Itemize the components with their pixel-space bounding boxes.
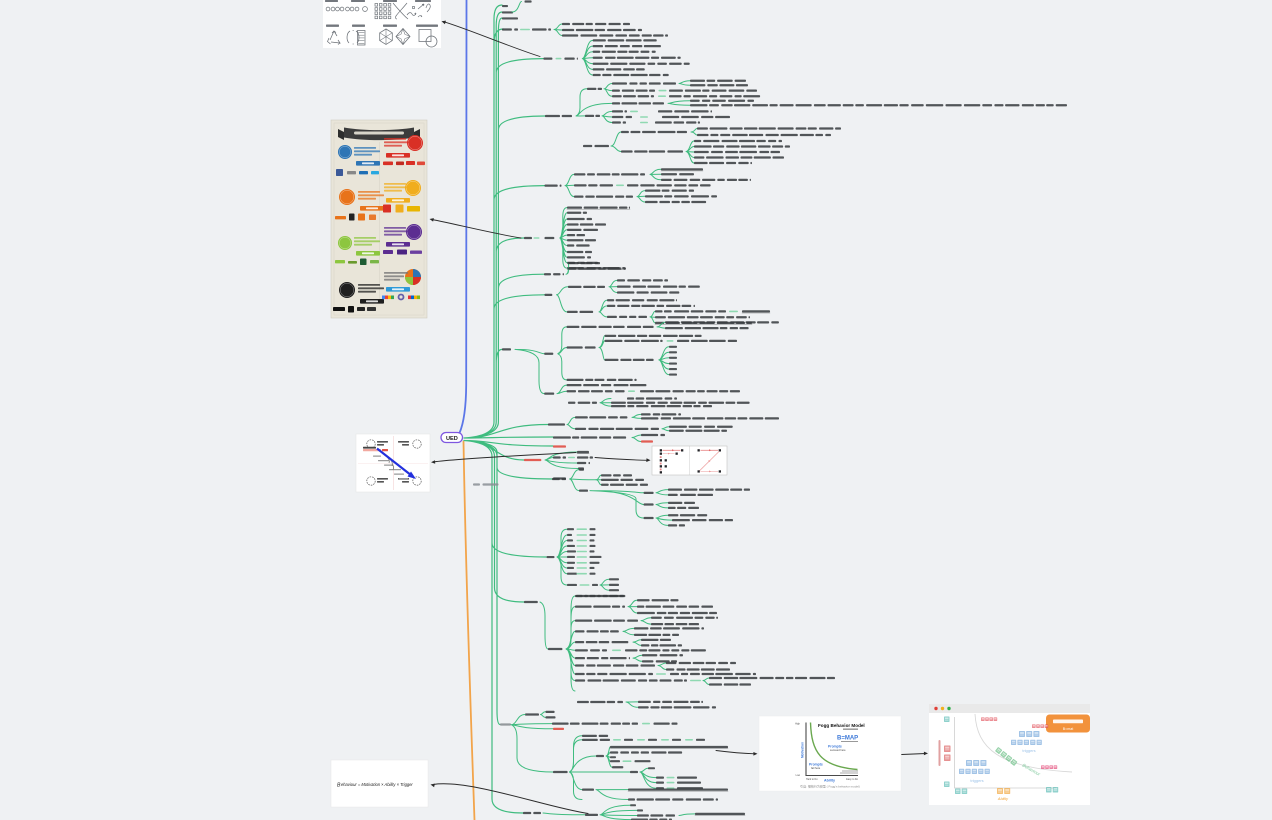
svg-text:triggers: triggers (970, 778, 983, 783)
svg-text:B=MAP: B=MAP (837, 736, 858, 742)
svg-text:Prompts: Prompts (828, 745, 842, 749)
svg-text:B=mat: B=mat (1063, 727, 1074, 731)
svg-text:B: B (337, 783, 341, 789)
svg-text:Easy to Do: Easy to Do (846, 778, 858, 781)
svg-text:Ability: Ability (824, 779, 835, 783)
svg-text:ehaviour = Motivation × Abilit: ehaviour = Motivation × Ability × Trigge… (341, 782, 413, 787)
svg-text:fail here: fail here (811, 766, 821, 770)
svg-text:High: High (795, 723, 801, 726)
svg-text:引自: 福格行为模型 ( Fogg’s behavior m: 引自: 福格行为模型 ( Fogg’s behavior model) (800, 784, 860, 789)
svg-text:succeed here: succeed here (830, 748, 846, 752)
svg-text:Ability: Ability (997, 797, 1009, 801)
svg-text:Low: Low (796, 774, 801, 777)
svg-text:triggers: triggers (1022, 748, 1035, 753)
svg-text:UED: UED (446, 436, 458, 442)
svg-text:Hard to Do: Hard to Do (806, 778, 818, 781)
svg-text:Fogg Behavior Model: Fogg Behavior Model (818, 723, 865, 728)
svg-text:Motivation: Motivation (801, 742, 805, 758)
svg-text:Prompts: Prompts (809, 763, 823, 767)
